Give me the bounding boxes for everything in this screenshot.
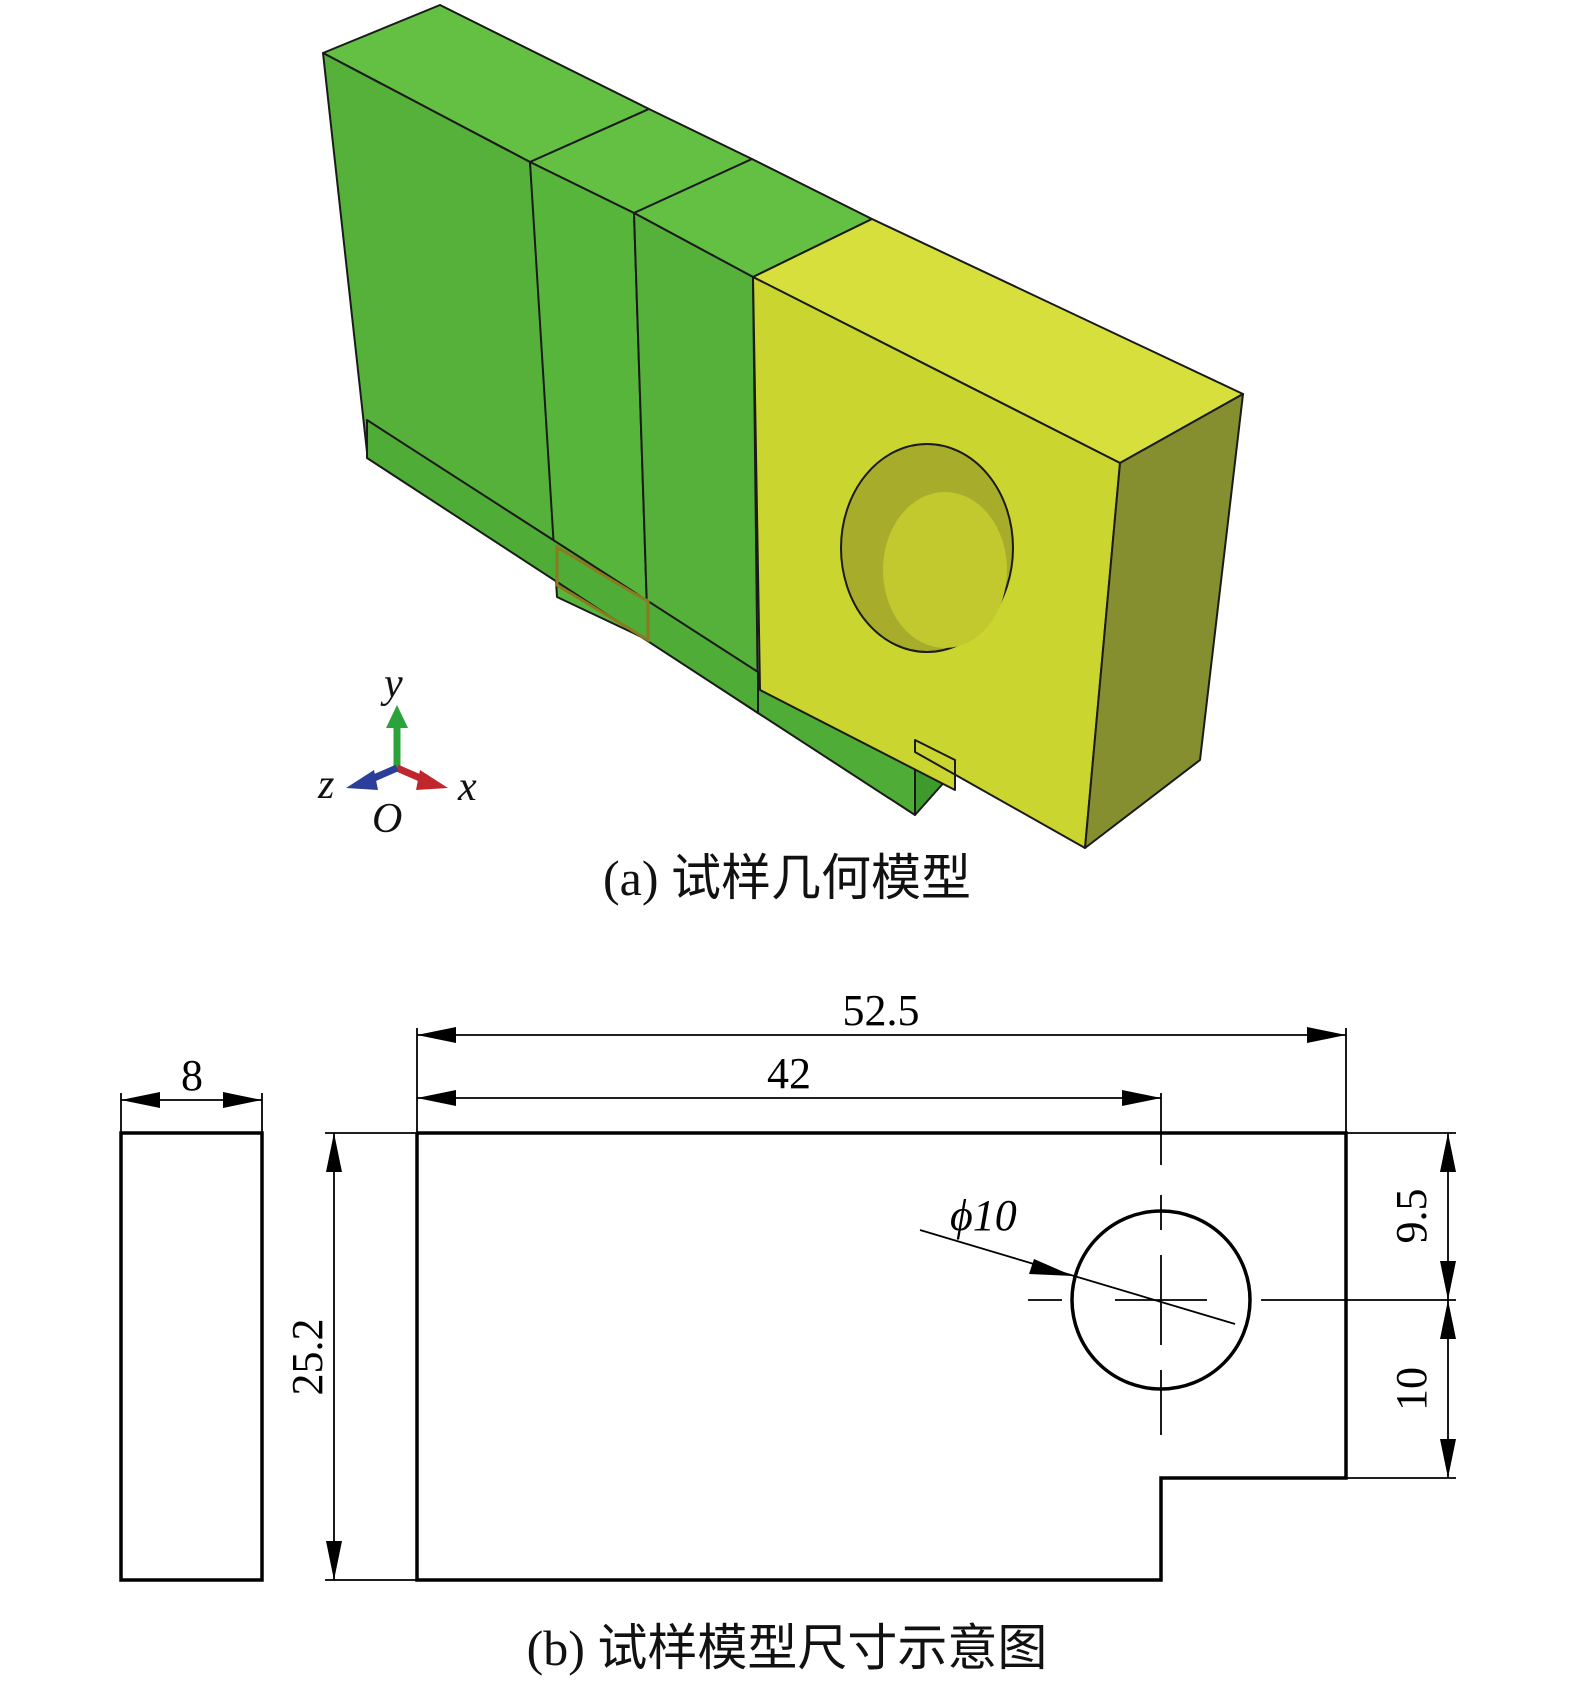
x-axis-arrowhead xyxy=(416,770,448,790)
hole-notch-dim-label: 10 xyxy=(1387,1367,1436,1411)
dimension-drawing: 8 ϕ10 52.5 42 25.2 xyxy=(119,986,1456,1582)
z-axis-arrowhead xyxy=(346,770,378,790)
height-dim-label: 25.2 xyxy=(283,1319,332,1396)
diameter-arrow xyxy=(1029,1259,1073,1276)
hole-x-dim-label: 42 xyxy=(767,1049,811,1098)
hole-top-arrow-down xyxy=(1440,1261,1456,1300)
caption-a: (a) 试样几何模型 xyxy=(603,850,971,906)
hole-x-arrow-left xyxy=(417,1090,456,1106)
total-length-arrow-right xyxy=(1307,1027,1346,1043)
caption-b: (b) 试样模型尺寸示意图 xyxy=(527,1620,1048,1676)
specimen-3d-model xyxy=(322,4,1244,849)
total-length-label: 52.5 xyxy=(843,986,920,1035)
height-arrow-top xyxy=(326,1133,342,1172)
front-view-outline xyxy=(415,1131,1348,1582)
hole-top-arrow-up xyxy=(1440,1133,1456,1172)
diameter-leader xyxy=(919,1229,1236,1325)
y-axis-label: y xyxy=(380,661,403,707)
bolt-hole-inner-shade xyxy=(883,492,1007,648)
crack-notch-outline xyxy=(555,544,650,643)
height-arrow-bottom xyxy=(326,1541,342,1580)
hole-top-dim-label: 9.5 xyxy=(1387,1189,1436,1244)
thickness-dim-label: 8 xyxy=(181,1051,203,1100)
x-axis-label: x xyxy=(457,764,477,810)
yellow-side-face xyxy=(1084,393,1244,849)
diameter-label: ϕ10 xyxy=(950,1191,1017,1240)
y-axis-arrowhead xyxy=(386,705,408,728)
hole-notch-arrow-up xyxy=(1440,1300,1456,1339)
thickness-arrow-left xyxy=(121,1092,160,1108)
origin-label: O xyxy=(372,796,402,842)
total-length-arrow-left xyxy=(417,1027,456,1043)
z-axis-label: z xyxy=(317,762,334,808)
hole-x-arrow-right xyxy=(1122,1090,1161,1106)
thickness-arrow-right xyxy=(223,1092,262,1108)
hole-notch-arrow-down xyxy=(1440,1439,1456,1478)
coordinate-axes: y z x O xyxy=(317,661,477,842)
side-view-rect xyxy=(119,1131,264,1582)
